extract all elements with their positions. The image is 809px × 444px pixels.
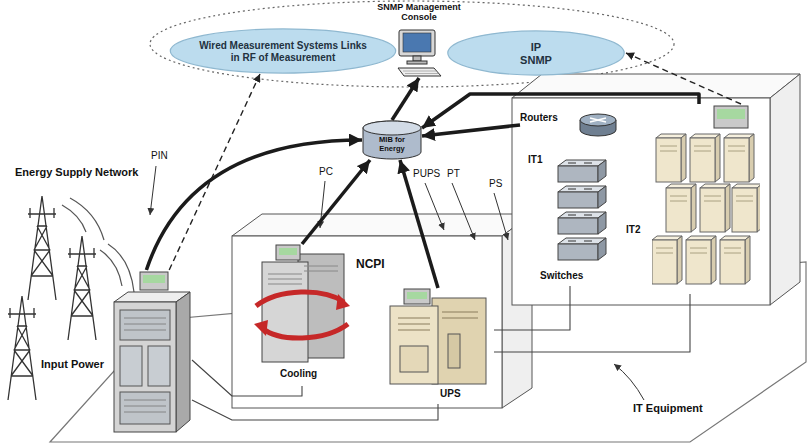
node-label: Wired Measurement Systems Links in RF of… bbox=[197, 40, 369, 63]
ncpi-box: NCPI CoolingUPS bbox=[232, 236, 502, 408]
measurement-arrow bbox=[422, 94, 699, 128]
node-label: IP SNMP bbox=[514, 41, 558, 66]
power-label: PUPS bbox=[412, 168, 441, 180]
ups-node: UPS bbox=[382, 288, 494, 404]
router-node: Routers bbox=[520, 108, 620, 142]
node-label: Routers bbox=[520, 112, 558, 124]
power-wire bbox=[494, 286, 570, 330]
power-label: PS bbox=[488, 178, 503, 190]
it-housing bbox=[512, 74, 800, 305]
console-node: SNMP Management Console bbox=[376, 2, 462, 78]
power-wire bbox=[192, 400, 438, 420]
power-label: PT bbox=[446, 168, 461, 180]
switch-node: IT1Switches bbox=[528, 150, 612, 286]
node-label: NCPI bbox=[356, 258, 385, 272]
measurement-arrow bbox=[302, 160, 370, 244]
leader-lines bbox=[150, 166, 644, 400]
computer-icon bbox=[394, 28, 444, 78]
power-label: PC bbox=[318, 166, 334, 178]
node-label: IT1 bbox=[528, 154, 542, 166]
area-label: Energy Supply Network bbox=[14, 166, 139, 179]
node-label: IT2 bbox=[626, 224, 640, 236]
node-label: SNMP Management Console bbox=[376, 2, 462, 23]
server-node: IT2 bbox=[622, 104, 762, 294]
power-label: PIN bbox=[150, 150, 169, 162]
ellipse-node: IP SNMP bbox=[446, 30, 626, 76]
node-label: UPS bbox=[440, 388, 461, 400]
snmp-link bbox=[626, 53, 741, 104]
snmp-link bbox=[169, 74, 260, 270]
area-label: IT Equipment bbox=[632, 402, 704, 415]
power-cabinet-icon bbox=[112, 270, 192, 435]
cooling-node: Cooling bbox=[250, 244, 354, 386]
ups-cabinet-icon bbox=[386, 288, 490, 386]
router-icon bbox=[578, 110, 618, 140]
server-rack-icon bbox=[652, 104, 760, 294]
switch-stack-icon bbox=[554, 158, 608, 266]
measurement-arrow bbox=[392, 78, 419, 120]
database-cylinder: MIB for Energy bbox=[362, 120, 422, 160]
input-power-node: Input Power bbox=[40, 270, 192, 435]
ellipse-node: Wired Measurement Systems Links in RF of… bbox=[168, 28, 398, 74]
node-label: MIB for Energy bbox=[368, 136, 416, 153]
node-label: Input Power bbox=[40, 358, 105, 371]
node-label: Cooling bbox=[280, 368, 317, 380]
ncpi-housing bbox=[232, 214, 532, 408]
node-label: Switches bbox=[540, 270, 583, 282]
measurement-arrow bbox=[422, 125, 520, 136]
power-wire bbox=[494, 294, 690, 352]
cooling-unit-icon bbox=[254, 244, 350, 364]
